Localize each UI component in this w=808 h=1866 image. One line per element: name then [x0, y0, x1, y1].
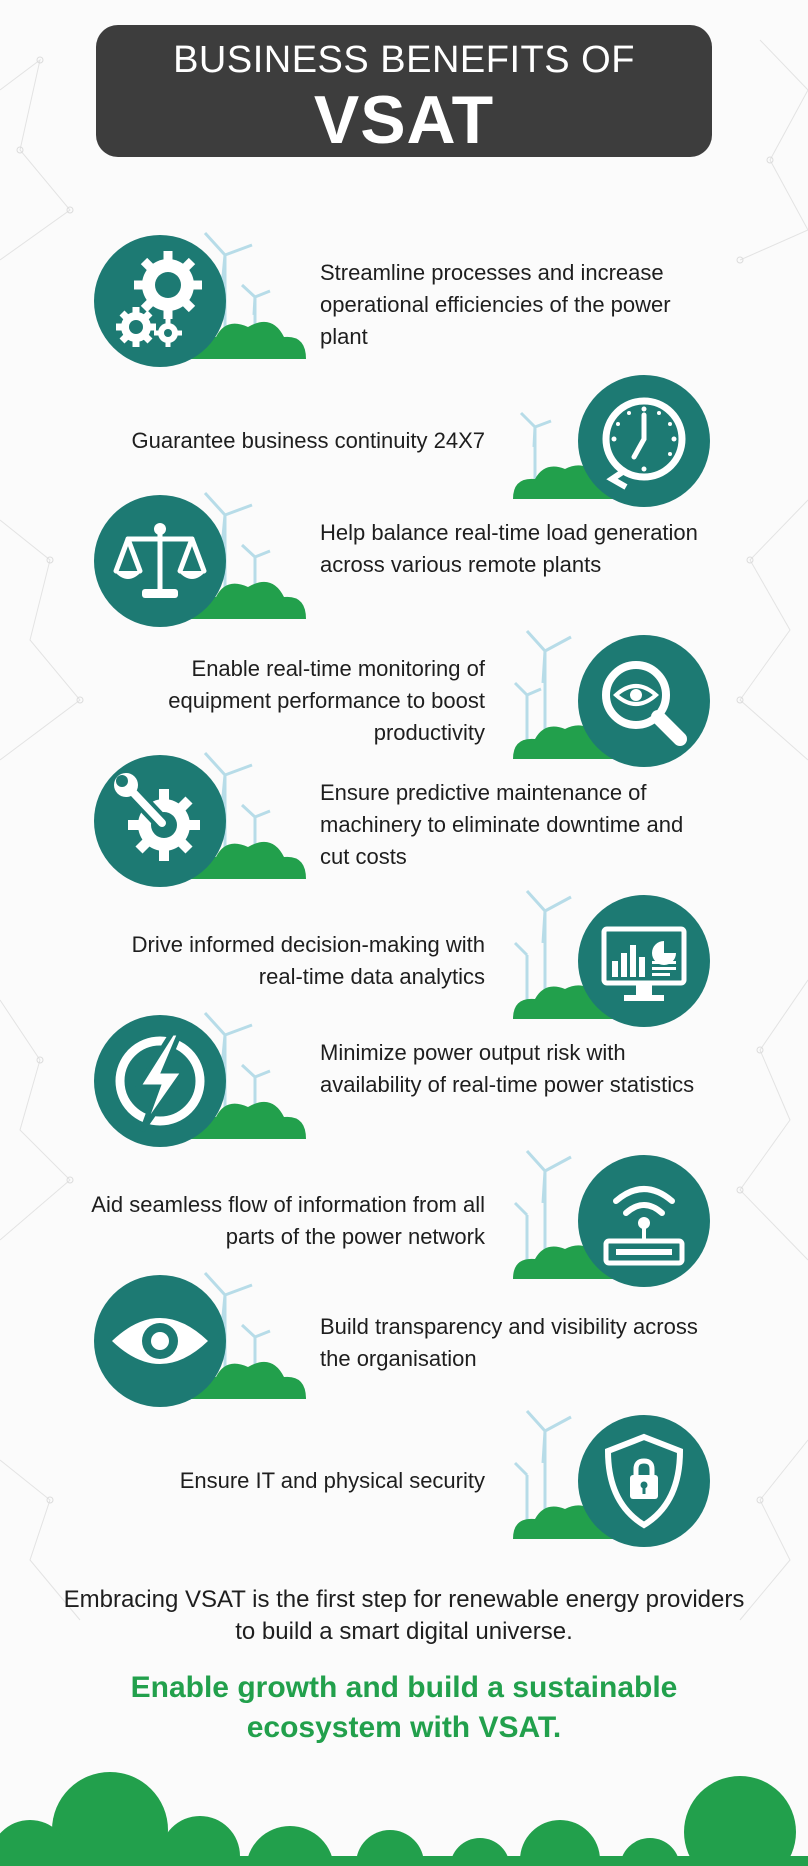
wind-turbine-decoration: [190, 1271, 306, 1399]
benefit-text: Minimize power output risk with availabi…: [320, 1040, 695, 1097]
benefit-row: Aid seamless flow of information from al…: [0, 1145, 808, 1295]
benefit-icon-circle: [94, 235, 226, 367]
benefit-text: Build transparency and visibility across…: [320, 1314, 698, 1371]
benefit-text: Aid seamless flow of information from al…: [91, 1192, 485, 1249]
benefit-row: Ensure IT and physical security: [0, 1405, 808, 1555]
green-clouds-decoration: [0, 1772, 808, 1866]
benefit-row: Help balance real-time load generation a…: [0, 485, 808, 635]
benefit-icon-circle: [578, 895, 710, 1027]
benefit-text: Enable real-time monitoring of equipment…: [168, 656, 485, 745]
gears-icon: [116, 251, 202, 347]
header-title-line1: BUSINESS BENEFITS OF: [173, 39, 635, 81]
benefit-text: Ensure IT and physical security: [179, 1468, 485, 1493]
benefit-row: Drive informed decision-making with real…: [0, 885, 808, 1035]
wind-turbine-decoration: [190, 1011, 306, 1139]
magnifier-eye-icon: [602, 661, 687, 746]
wind-turbine-decoration: [190, 231, 306, 359]
benefit-row: Build transparency and visibility across…: [0, 1265, 808, 1415]
header-banner: BUSINESS BENEFITS OF VSAT: [96, 25, 712, 158]
benefit-text: Ensure predictive maintenance of machine…: [320, 780, 684, 869]
benefit-icon-circle: [578, 1415, 710, 1547]
benefit-icon-circle: [578, 375, 710, 507]
benefit-text: Help balance real-time load generation a…: [320, 520, 698, 577]
eye-icon: [112, 1318, 208, 1364]
benefit-text: Guarantee business continuity 24X7: [131, 428, 485, 453]
benefit-icon-circle: [578, 635, 710, 767]
wrench-gear-icon: [114, 773, 200, 861]
shield-lock-icon: [604, 1433, 684, 1529]
clock-icon: [602, 397, 686, 490]
call-to-action: Enable growth and build a sustainable ec…: [130, 1671, 678, 1744]
power-bolt-icon: [115, 1030, 205, 1133]
benefit-icon-circle: [94, 1275, 226, 1407]
benefit-row: Enable real-time monitoring of equipment…: [0, 625, 808, 775]
balance-scale-icon: [113, 523, 207, 598]
benefit-text: Drive informed decision-making with real…: [131, 932, 485, 989]
closing-statement: Embracing VSAT is the first step for ren…: [63, 1586, 745, 1645]
header-title-line2: VSAT: [313, 82, 495, 158]
benefit-icon-circle: [94, 495, 226, 627]
benefit-row: Ensure predictive maintenance of machine…: [0, 745, 808, 895]
benefit-row: Streamline processes and increase operat…: [0, 225, 808, 375]
benefit-icon-circle: [94, 755, 226, 887]
analytics-monitor-icon: [601, 926, 687, 1001]
benefit-icon-circle: [578, 1155, 710, 1287]
benefit-row: Minimize power output risk with availabi…: [0, 1005, 808, 1155]
benefit-icon-circle: [94, 1015, 226, 1147]
wifi-router-icon: [603, 1186, 685, 1266]
benefit-row: Guarantee business continuity 24X7: [0, 365, 808, 515]
benefit-text: Streamline processes and increase operat…: [320, 260, 671, 349]
